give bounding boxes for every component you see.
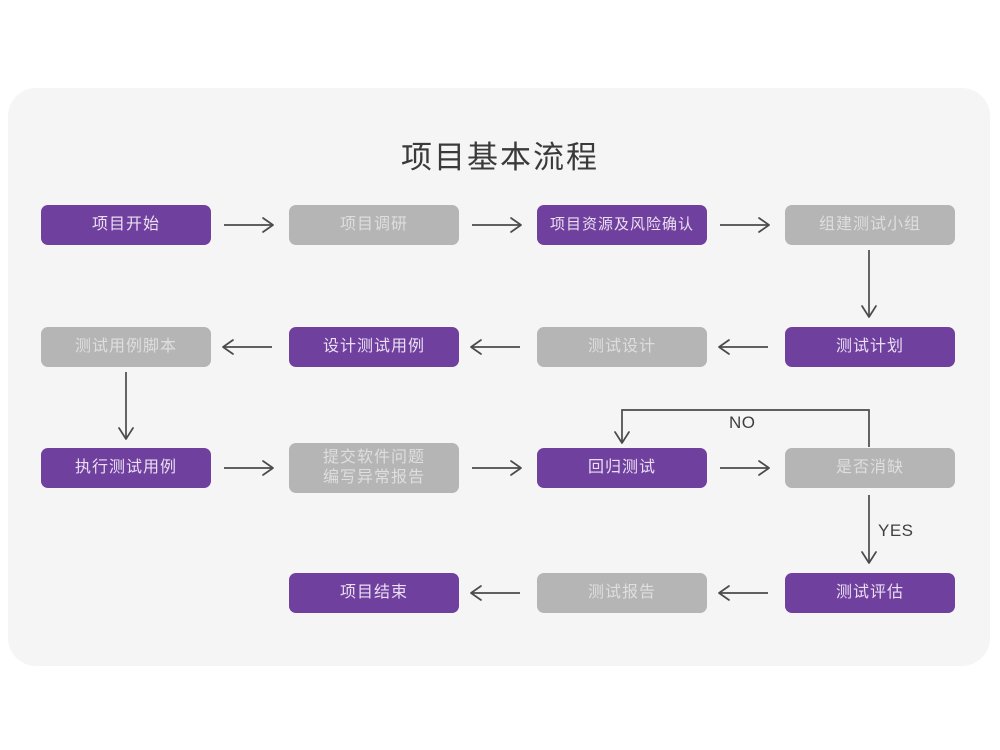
node-project-research[interactable]: 项目调研 bbox=[289, 205, 459, 245]
node-resource-risk-confirm[interactable]: 项目资源及风险确认 bbox=[537, 205, 707, 245]
node-test-plan[interactable]: 测试计划 bbox=[785, 327, 955, 367]
node-defects-cleared-decision[interactable]: 是否消缺 bbox=[785, 448, 955, 488]
node-regression-test[interactable]: 回归测试 bbox=[537, 448, 707, 488]
node-submit-defects-report[interactable]: 提交软件问题 编写异常报告 bbox=[289, 443, 459, 493]
edge-label-no: NO bbox=[729, 413, 756, 432]
node-test-evaluation[interactable]: 测试评估 bbox=[785, 573, 955, 613]
node-test-report[interactable]: 测试报告 bbox=[537, 573, 707, 613]
node-execute-test-cases[interactable]: 执行测试用例 bbox=[41, 448, 211, 488]
node-project-end[interactable]: 项目结束 bbox=[289, 573, 459, 613]
edge-label-yes: YES bbox=[878, 521, 914, 540]
node-design-test-cases[interactable]: 设计测试用例 bbox=[289, 327, 459, 367]
node-test-design[interactable]: 测试设计 bbox=[537, 327, 707, 367]
node-test-case-script[interactable]: 测试用例脚本 bbox=[41, 327, 211, 367]
page-title: 项目基本流程 bbox=[401, 140, 599, 175]
node-project-start[interactable]: 项目开始 bbox=[41, 205, 211, 245]
node-form-test-team[interactable]: 组建测试小组 bbox=[785, 205, 955, 245]
flowchart-card bbox=[8, 88, 990, 666]
